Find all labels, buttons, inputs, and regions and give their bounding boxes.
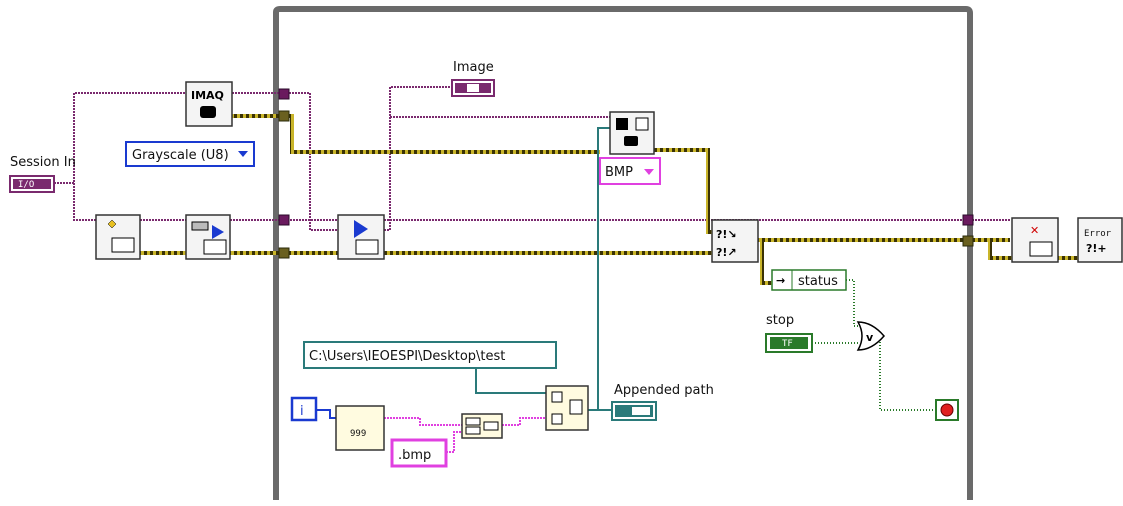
status-label: status — [798, 274, 838, 289]
appended-path-label: Appended path — [614, 383, 714, 398]
imaqdx-configure-vi[interactable] — [185, 214, 231, 260]
or-gate-symbol: v — [866, 331, 874, 344]
int-wires — [316, 409, 336, 419]
image-icon — [616, 118, 628, 130]
image-indicator[interactable] — [451, 79, 495, 97]
error-symbol: ?!+ — [1086, 242, 1107, 255]
camera-icon — [111, 237, 135, 253]
bool-wires — [812, 279, 936, 411]
file-type-value: BMP — [605, 165, 633, 180]
floppy-icon — [635, 117, 649, 131]
stop-button-terminal[interactable]: TF — [765, 333, 813, 353]
camera-icon — [203, 239, 227, 255]
build-path-vi[interactable] — [545, 385, 589, 431]
io-terminal-text: I/O — [18, 180, 34, 190]
loop-index-text: i — [300, 404, 304, 419]
play-icon — [354, 220, 368, 238]
or-gate[interactable]: v — [856, 321, 885, 351]
stop-circle-icon — [940, 403, 954, 417]
extension-value: .bmp — [398, 448, 431, 463]
chevron-down-icon — [644, 169, 654, 175]
file-type-ring[interactable]: BMP — [599, 157, 661, 185]
merge-errors-text-2: ?!↗ — [716, 246, 737, 259]
imaqdx-grab-vi[interactable] — [337, 214, 385, 260]
appended-path-indicator[interactable] — [611, 401, 657, 421]
camera-icon — [1029, 241, 1053, 257]
session-in-terminal[interactable]: I/O — [9, 175, 55, 193]
number-to-string-vi[interactable]: 999 — [335, 405, 385, 451]
sparkle-icon — [107, 219, 117, 229]
extension-constant[interactable]: .bmp — [390, 438, 448, 468]
chevron-down-icon — [238, 151, 248, 157]
play-icon — [212, 225, 224, 239]
imaq-create-vi[interactable]: IMAQ — [185, 81, 233, 127]
concatenate-strings-vi[interactable] — [461, 413, 503, 439]
imaqdx-close-vi[interactable]: ✕ — [1011, 217, 1059, 263]
tf-text: TF — [782, 339, 793, 349]
image-label: Image — [453, 60, 494, 75]
arrow-icon: → — [776, 274, 785, 287]
tunnels — [278, 88, 974, 259]
string-wires — [384, 417, 546, 453]
imaqdx-open-vi[interactable] — [95, 214, 141, 260]
imaq-write-file-vi[interactable] — [609, 111, 655, 155]
path-constant[interactable]: C:\Users\IEOESPI\Desktop\test — [303, 341, 557, 369]
camera-icon — [355, 239, 379, 255]
merge-errors-vi[interactable]: ?!↘ ?!↗ — [711, 219, 759, 263]
close-icon: ✕ — [1030, 224, 1039, 237]
color-mode-ring[interactable]: Grayscale (U8) — [125, 141, 255, 167]
unbundle-status[interactable]: → status — [771, 269, 847, 291]
stop-label: stop — [766, 313, 794, 328]
wrench-icon — [191, 221, 209, 231]
merge-errors-text: ?!↘ — [716, 228, 737, 241]
loop-iteration-terminal: i — [290, 396, 318, 422]
color-mode-value: Grayscale (U8) — [132, 148, 229, 163]
while-loop[interactable] — [273, 6, 973, 500]
error-text: Error — [1084, 229, 1112, 239]
simple-error-handler-vi[interactable]: Error ?!+ — [1077, 217, 1123, 263]
loop-stop-condition[interactable] — [935, 399, 959, 421]
numeric-999-text: 999 — [350, 429, 366, 439]
session-in-label: Session In — [10, 155, 76, 170]
path-value: C:\Users\IEOESPI\Desktop\test — [309, 349, 505, 364]
imaq-text: IMAQ — [191, 89, 224, 102]
path-wires — [475, 127, 612, 411]
